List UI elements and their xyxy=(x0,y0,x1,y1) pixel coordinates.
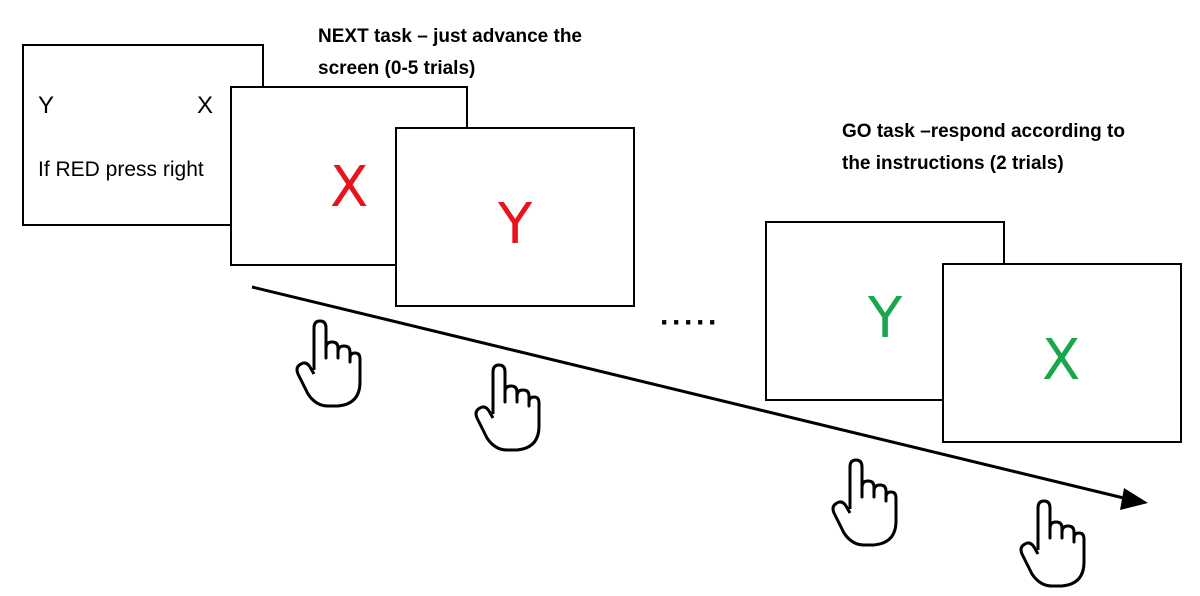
hand-pointer-icon xyxy=(1019,499,1086,588)
instruction-right-letter: X xyxy=(197,92,214,119)
next-task-caption-line1: NEXT task – just advance the xyxy=(318,26,582,47)
instruction-left-letter: Y xyxy=(38,92,55,119)
go-stimulus-letter-1: Y xyxy=(868,286,903,351)
next-stimulus-letter-1: X xyxy=(330,155,369,220)
instruction-screen: Y X If RED press right xyxy=(22,44,264,226)
next-stimulus-screen-2: Y xyxy=(395,127,635,307)
hand-pointer-icon xyxy=(295,319,362,408)
go-task-caption-line2: the instructions (2 trials) xyxy=(842,153,1064,174)
hand-pointer-icon xyxy=(474,363,541,452)
go-stimulus-letter-2: X xyxy=(1042,328,1081,393)
ellipsis: ····· xyxy=(660,306,720,339)
go-task-caption-line1: GO task –respond according to xyxy=(842,121,1125,142)
go-stimulus-screen-2: X xyxy=(942,263,1182,443)
next-task-caption-line2: screen (0-5 trials) xyxy=(318,58,476,79)
hand-pointer-icon xyxy=(831,458,898,547)
next-stimulus-letter-2: Y xyxy=(498,192,533,257)
instruction-rule-text: If RED press right xyxy=(38,158,204,181)
